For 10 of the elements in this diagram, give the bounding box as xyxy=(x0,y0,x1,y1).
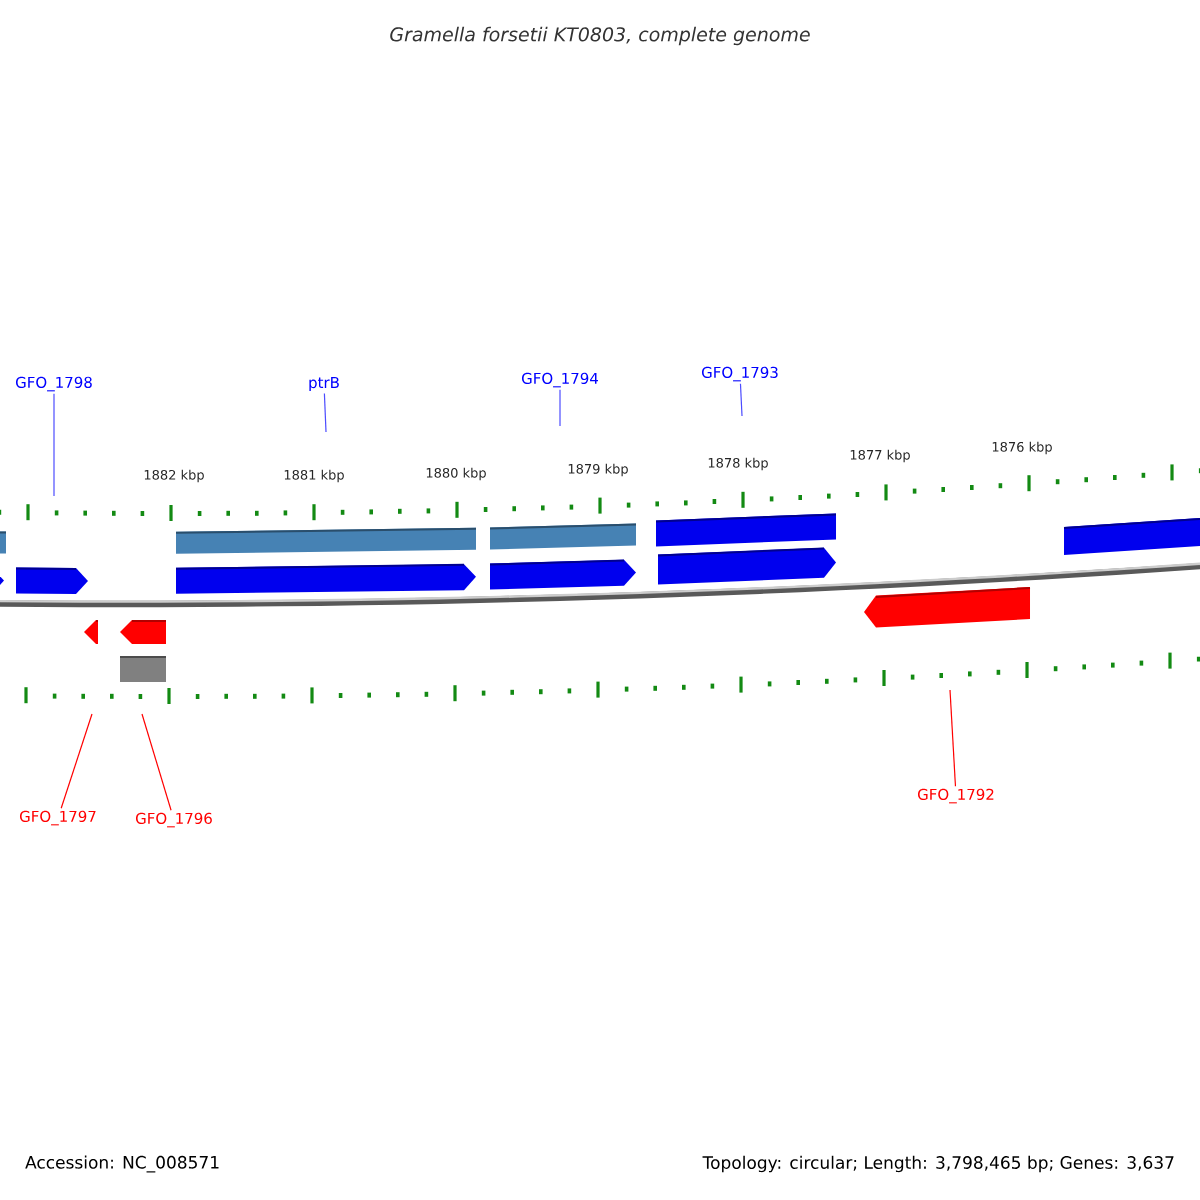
leader-line xyxy=(949,689,957,787)
leader-line xyxy=(141,713,172,811)
accession-text: Accession: NC_008571 xyxy=(25,1155,219,1173)
leader-line xyxy=(60,713,93,809)
leader-line xyxy=(53,393,55,497)
title: Gramella forsetii KT0803, complete genome xyxy=(390,26,810,46)
leader-line xyxy=(323,392,327,433)
leader-line xyxy=(739,383,743,417)
genome-info-text: Topology: circular; Length: 3,798,465 bp; Genes: 3,637 xyxy=(702,1155,1174,1173)
leader-line xyxy=(559,389,561,427)
